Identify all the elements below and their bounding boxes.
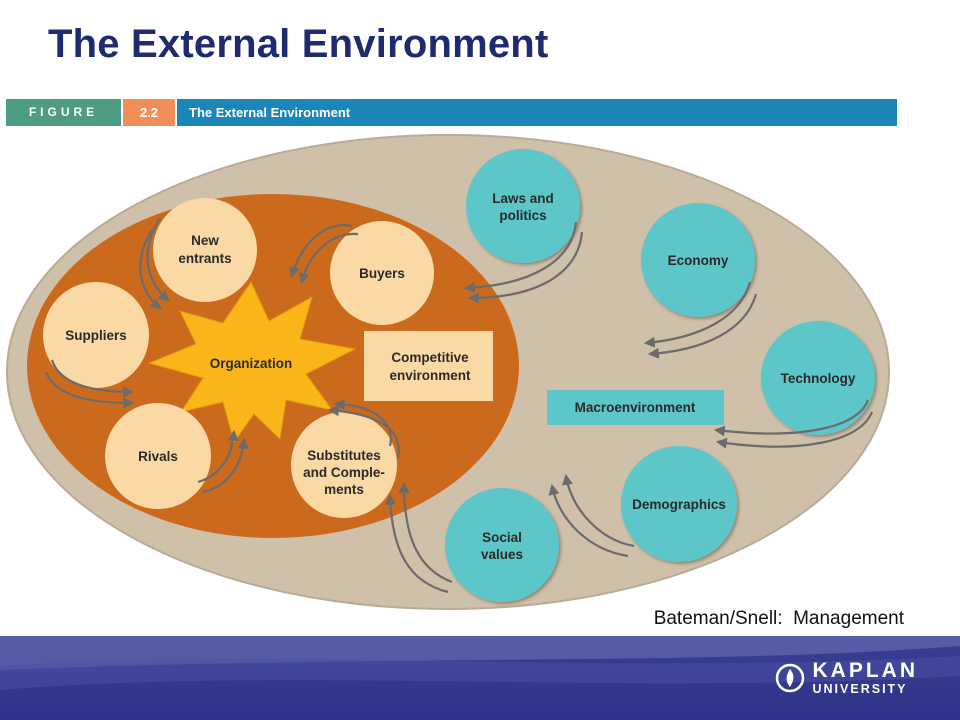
force-technology (761, 321, 875, 435)
figure-label: FIGURE (6, 99, 121, 126)
arrow-new-entrants-2 (139, 229, 162, 310)
rivals-label: Rivals (138, 449, 178, 464)
brand-line-1: KAPLAN (812, 659, 918, 683)
svg-text:Suppliers: Suppliers (65, 328, 127, 343)
svg-text:environment: environment (389, 368, 471, 383)
organization-star (147, 280, 357, 444)
organization-label: Organization (210, 356, 293, 371)
force-social-values (445, 488, 559, 602)
laws-label-1: Laws and (492, 191, 554, 206)
svg-text:Rivals: Rivals (138, 449, 178, 464)
source-credit: Bateman/Snell: Management (653, 608, 904, 629)
arrow-rivals-1 (197, 429, 239, 484)
competitive-environment-box: Competitive environment (364, 331, 493, 401)
arrow-technology-2 (715, 411, 874, 449)
substitutes-label-1: Substitutes (307, 448, 381, 463)
technology-label: Technology (781, 371, 856, 386)
substitutes-label-3: ments (324, 482, 364, 497)
svg-text:Laws and: Laws and (492, 191, 554, 206)
macroenvironment-label: Macroenvironment (575, 400, 696, 415)
arrow-social-1 (398, 481, 453, 584)
arrow-suppliers-1 (50, 359, 135, 398)
brand-line-2: UNIVERSITY (812, 682, 908, 697)
social-label-1: Social (482, 530, 522, 545)
svg-text:Macroenvironment: Macroenvironment (575, 400, 696, 415)
figure-number: 2.2 (123, 99, 175, 126)
substitutes-label-2: and Comple- (303, 465, 385, 480)
arrow-economy-1 (643, 281, 752, 348)
arrow-buyers-1 (288, 224, 353, 279)
laws-label-2: politics (499, 208, 546, 223)
force-suppliers: Suppliers (43, 282, 149, 388)
competitive-box-line-1: Competitive (391, 350, 469, 365)
arrow-laws-2 (467, 231, 584, 304)
svg-text:Economy: Economy (668, 253, 729, 268)
svg-text:Demographics: Demographics (632, 497, 726, 512)
footer-band (0, 636, 960, 720)
svg-text:values: values (481, 547, 523, 562)
force-laws-and-politics (466, 149, 580, 263)
arrow-substitutes-2 (327, 405, 400, 459)
figure-header: FIGURE 2.2 The External Environment (6, 99, 897, 126)
svg-text:Buyers: Buyers (359, 266, 405, 281)
suppliers-label: Suppliers (65, 328, 127, 343)
kaplan-logo: KAPLAN UNIVERSITY (775, 656, 919, 700)
figure-caption: The External Environment (177, 99, 897, 126)
force-demographics (621, 446, 737, 562)
force-buyers: Buyers (330, 221, 434, 325)
svg-text:politics: politics (499, 208, 546, 223)
arrow-new-entrants-1 (146, 217, 170, 302)
macroenvironment-box: Macroenvironment (547, 390, 724, 425)
force-economy (641, 203, 755, 317)
kaplan-flame-icon (775, 663, 804, 693)
arrow-buyers-2 (298, 232, 359, 285)
buyers-label: Buyers (359, 266, 405, 281)
arrow-rivals-2 (201, 437, 249, 494)
arrow-technology-1 (713, 399, 870, 437)
arrow-suppliers-2 (44, 371, 135, 409)
svg-text:Competitive: Competitive (391, 350, 469, 365)
force-rivals: Rivals (105, 403, 211, 509)
economy-label: Economy (668, 253, 729, 268)
arrow-demographics-2 (548, 483, 629, 558)
demographics-label: Demographics (632, 497, 726, 512)
arrow-economy-2 (647, 293, 758, 359)
svg-text:entrants: entrants (178, 251, 231, 266)
arrow-laws-1 (463, 221, 578, 294)
social-label-2: values (481, 547, 523, 562)
arrow-social-2 (384, 493, 449, 594)
svg-text:Substitutes: Substitutes (307, 448, 381, 463)
svg-text:ments: ments (324, 482, 364, 497)
svg-text:Social: Social (482, 530, 522, 545)
force-substitutes: Substitutes and Comple- ments (291, 412, 397, 518)
competitive-box-line-2: environment (389, 368, 471, 383)
arrow-substitutes-1 (333, 398, 392, 447)
footer-wave (0, 636, 960, 690)
new-entrants-label-1: New (191, 233, 219, 248)
svg-text:New: New (191, 233, 219, 248)
influence-arrows (44, 217, 874, 594)
force-new-entrants: New entrants (153, 198, 257, 302)
svg-text:and Comple-: and Comple- (303, 465, 385, 480)
arrow-demographics-1 (562, 473, 635, 548)
svg-text:Technology: Technology (781, 371, 856, 386)
new-entrants-label-2: entrants (178, 251, 231, 266)
slide-title: The External Environment (48, 22, 549, 66)
